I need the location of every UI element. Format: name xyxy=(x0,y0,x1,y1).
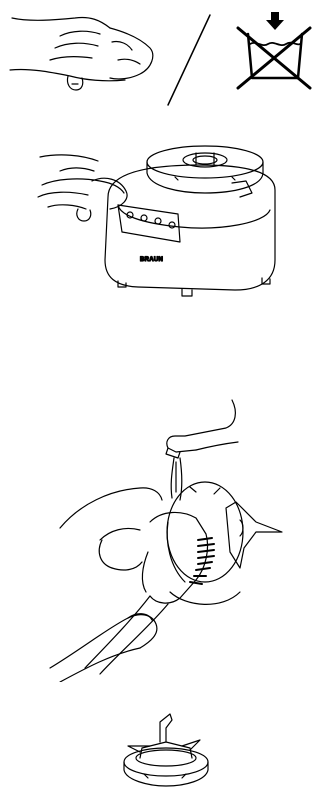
blade-unit-illustration xyxy=(0,700,322,795)
blade-unit-icon xyxy=(124,714,208,786)
rinse-blade-with-brush-illustration xyxy=(0,392,322,682)
slash-divider xyxy=(168,15,210,105)
holding-hand-icon xyxy=(60,488,162,570)
faucet-icon xyxy=(166,400,238,500)
wiping-hand-icon xyxy=(38,155,127,221)
hand-with-cloth-icon xyxy=(10,17,153,90)
wipe-motor-base-illustration: BRAUN xyxy=(0,115,322,345)
no-water-immersion-icon xyxy=(238,12,310,88)
brand-label: BRAUN xyxy=(140,257,163,263)
wipe-only-instruction xyxy=(0,0,322,110)
blade-assembly-icon xyxy=(167,482,282,604)
motor-base-icon xyxy=(105,146,275,296)
